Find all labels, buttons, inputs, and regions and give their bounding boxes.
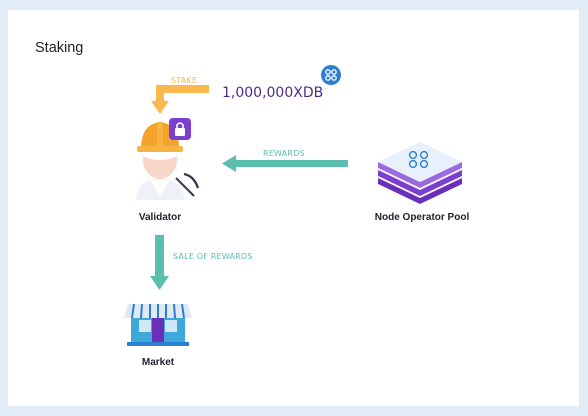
sale-of-rewards-arrow — [150, 235, 169, 290]
rewards-arrow — [222, 155, 348, 172]
diagram-panel — [8, 10, 579, 406]
stake-arrow — [151, 85, 209, 114]
market-label: Market — [141, 357, 175, 368]
validator-avatar-icon — [136, 122, 200, 200]
rewards-label: REWARDS — [263, 149, 305, 158]
lock-icon — [169, 118, 191, 140]
xdb-token-icon — [321, 65, 341, 85]
diagram-title: Staking — [35, 40, 84, 56]
stake-amount: 1,000,000XDB — [222, 85, 324, 101]
market-store-icon — [124, 303, 192, 346]
node-pool-icon — [378, 142, 462, 204]
sale-of-rewards-label: SALE OF REWARDS — [173, 252, 253, 261]
stake-label: STAKE — [171, 76, 198, 85]
validator-label: Validator — [138, 212, 182, 223]
node-operator-pool-label: Node Operator Pool — [374, 212, 470, 223]
